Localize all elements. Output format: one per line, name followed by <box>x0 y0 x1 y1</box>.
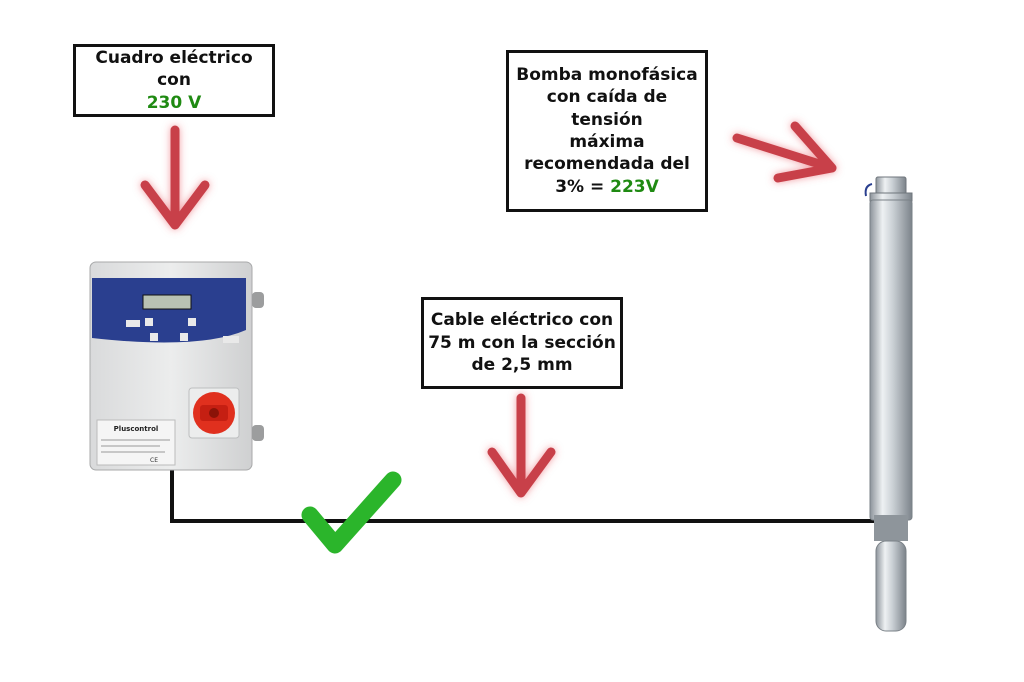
callout-cuadro-voltage: 230 V <box>146 92 202 113</box>
callout-control-panel: Cuadro eléctrico con 230 V <box>73 44 275 117</box>
control-panel: Pluscontrol CE <box>89 261 264 471</box>
callout-bomba-line5: 3% = <box>555 176 611 197</box>
callout-bomba-line1: Bomba monofásica <box>516 64 698 85</box>
callout-cable-line1: Cable eléctrico con <box>430 310 614 331</box>
callout-bomba-line4: recomendada del <box>524 154 690 175</box>
panel-ce-logo: CE <box>150 457 158 464</box>
diagonal-arrow-icon <box>732 121 837 183</box>
check-icon <box>301 471 402 554</box>
down-arrow-icon <box>140 125 210 230</box>
callout-bomba-line2: con caída de tensión <box>546 87 668 130</box>
callout-cable-line3: de 2,5 mm <box>471 355 573 376</box>
callout-cable-line2: 75 m con la sección <box>428 332 616 353</box>
down-arrow-icon <box>487 393 556 498</box>
callout-pump: Bomba monofásica con caída de tensión má… <box>506 50 708 212</box>
callout-bomba-voltage: 223V <box>610 176 659 197</box>
electric-cable <box>170 470 880 523</box>
panel-brand-label: Pluscontrol <box>114 425 159 433</box>
callout-bomba-line3: máxima <box>569 132 645 152</box>
submersible-pump <box>864 176 913 632</box>
callout-cuadro-text: Cuadro eléctrico con <box>95 47 253 91</box>
callout-cable: Cable eléctrico con 75 m con la sección … <box>421 297 623 389</box>
